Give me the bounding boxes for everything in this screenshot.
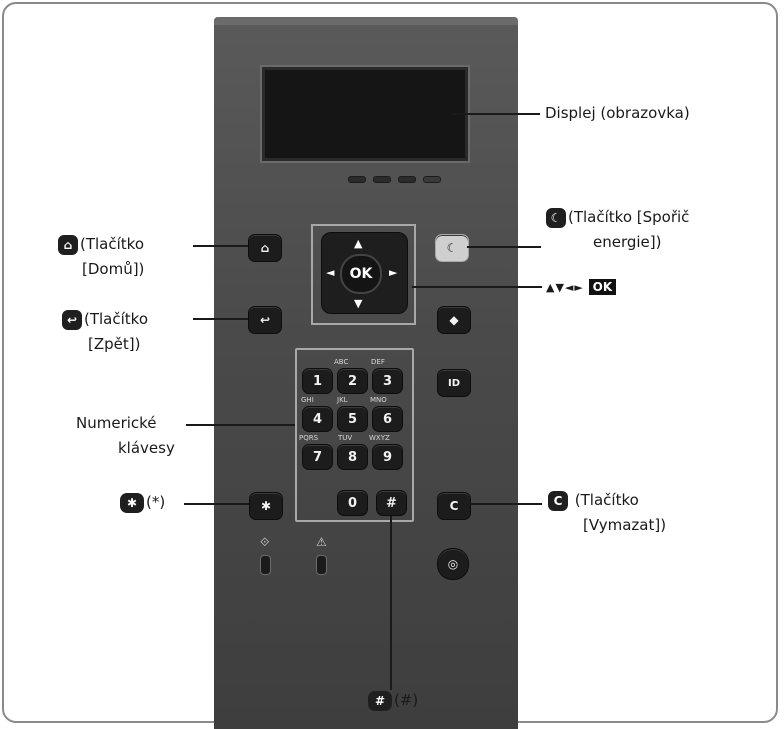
moon-icon: ☾: [546, 207, 566, 228]
error-lamp-icon: ⚠: [316, 535, 327, 549]
key-0[interactable]: 0: [337, 490, 368, 516]
key-1[interactable]: 1: [302, 368, 333, 394]
diamond-button[interactable]: ◆: [437, 306, 471, 334]
back-button[interactable]: ↩: [248, 306, 282, 334]
leader-line: [412, 286, 542, 288]
key-letters: DEF: [371, 358, 385, 366]
leader-line: [390, 516, 392, 690]
data-lamp: [260, 555, 271, 575]
key-3[interactable]: 3: [372, 368, 403, 394]
clear-label-line2: [Vymazat]): [583, 516, 667, 534]
nav-highlight-box: [311, 224, 416, 325]
leader-line: [467, 246, 541, 248]
display-screen: [262, 67, 468, 161]
hash-icon: #: [368, 690, 392, 711]
star-label: ✱(*): [120, 492, 165, 513]
stop-button[interactable]: ◎: [437, 548, 469, 580]
energy-saver-button[interactable]: ☾: [435, 234, 469, 262]
energy-saver-label-line2: energie]): [593, 233, 662, 251]
leader-line: [193, 318, 248, 320]
key-9[interactable]: 9: [372, 444, 403, 470]
hash-label: #(#): [368, 690, 418, 711]
clear-button[interactable]: C: [437, 492, 471, 520]
key-letters: GHI: [301, 396, 314, 404]
indicator-led: [373, 176, 391, 183]
control-panel-top: [214, 17, 518, 25]
clear-icon: C: [548, 490, 568, 511]
star-icon: ✱: [120, 492, 144, 513]
key-4[interactable]: 4: [302, 406, 333, 432]
key-7[interactable]: 7: [302, 444, 333, 470]
left-arrow-button[interactable]: ◄: [326, 266, 335, 279]
leader-line: [469, 503, 542, 505]
nav-keys-label: ▲▼◄► OK: [546, 276, 617, 298]
display-label: Displej (obrazovka): [545, 104, 690, 122]
home-button[interactable]: ⌂: [248, 234, 282, 262]
key-letters: WXYZ: [369, 434, 390, 442]
home-icon: ⌂: [58, 234, 78, 255]
back-label-line2: [Zpět]): [88, 335, 141, 353]
nav-arrows-glyphs: ▲▼◄►: [546, 281, 584, 294]
id-button[interactable]: ID: [437, 369, 471, 397]
ok-button[interactable]: OK: [340, 254, 382, 294]
key-letters: PQRS: [299, 434, 319, 442]
key-2[interactable]: 2: [337, 368, 368, 394]
data-lamp-icon: ⟐: [260, 535, 270, 549]
back-label: ↩(Tlačítko: [62, 309, 148, 330]
leader-line: [186, 424, 295, 426]
key-letters: TUV: [338, 434, 353, 442]
indicator-led: [348, 176, 366, 183]
key-8[interactable]: 8: [337, 444, 368, 470]
home-label-line2: [Domů]): [82, 260, 145, 278]
down-arrow-button[interactable]: ▼: [354, 297, 363, 310]
hash-key[interactable]: #: [376, 490, 407, 516]
key-5[interactable]: 5: [337, 406, 368, 432]
ok-glyph: OK: [588, 279, 617, 295]
leader-line: [193, 245, 248, 247]
right-arrow-button[interactable]: ►: [389, 266, 398, 279]
back-icon: ↩: [62, 309, 82, 330]
key-6[interactable]: 6: [372, 406, 403, 432]
numeric-keys-label-line2: klávesy: [118, 439, 175, 457]
leader-line: [184, 503, 249, 505]
clear-label: C (Tlačítko: [548, 490, 639, 511]
home-label: ⌂(Tlačítko: [58, 234, 144, 255]
star-key[interactable]: ✱: [249, 492, 283, 520]
keypad-highlight-box: [295, 348, 414, 522]
key-letters: MNO: [370, 396, 387, 404]
key-letters: JKL: [337, 396, 348, 404]
up-arrow-button[interactable]: ▲: [354, 237, 363, 250]
indicator-led: [398, 176, 416, 183]
leader-line: [452, 113, 540, 115]
error-lamp: [316, 555, 327, 575]
indicator-led: [423, 176, 441, 183]
numeric-keys-label: Numerické: [76, 414, 157, 432]
energy-saver-label: ☾(Tlačítko [Spořič: [546, 207, 689, 228]
key-letters: ABC: [334, 358, 349, 366]
